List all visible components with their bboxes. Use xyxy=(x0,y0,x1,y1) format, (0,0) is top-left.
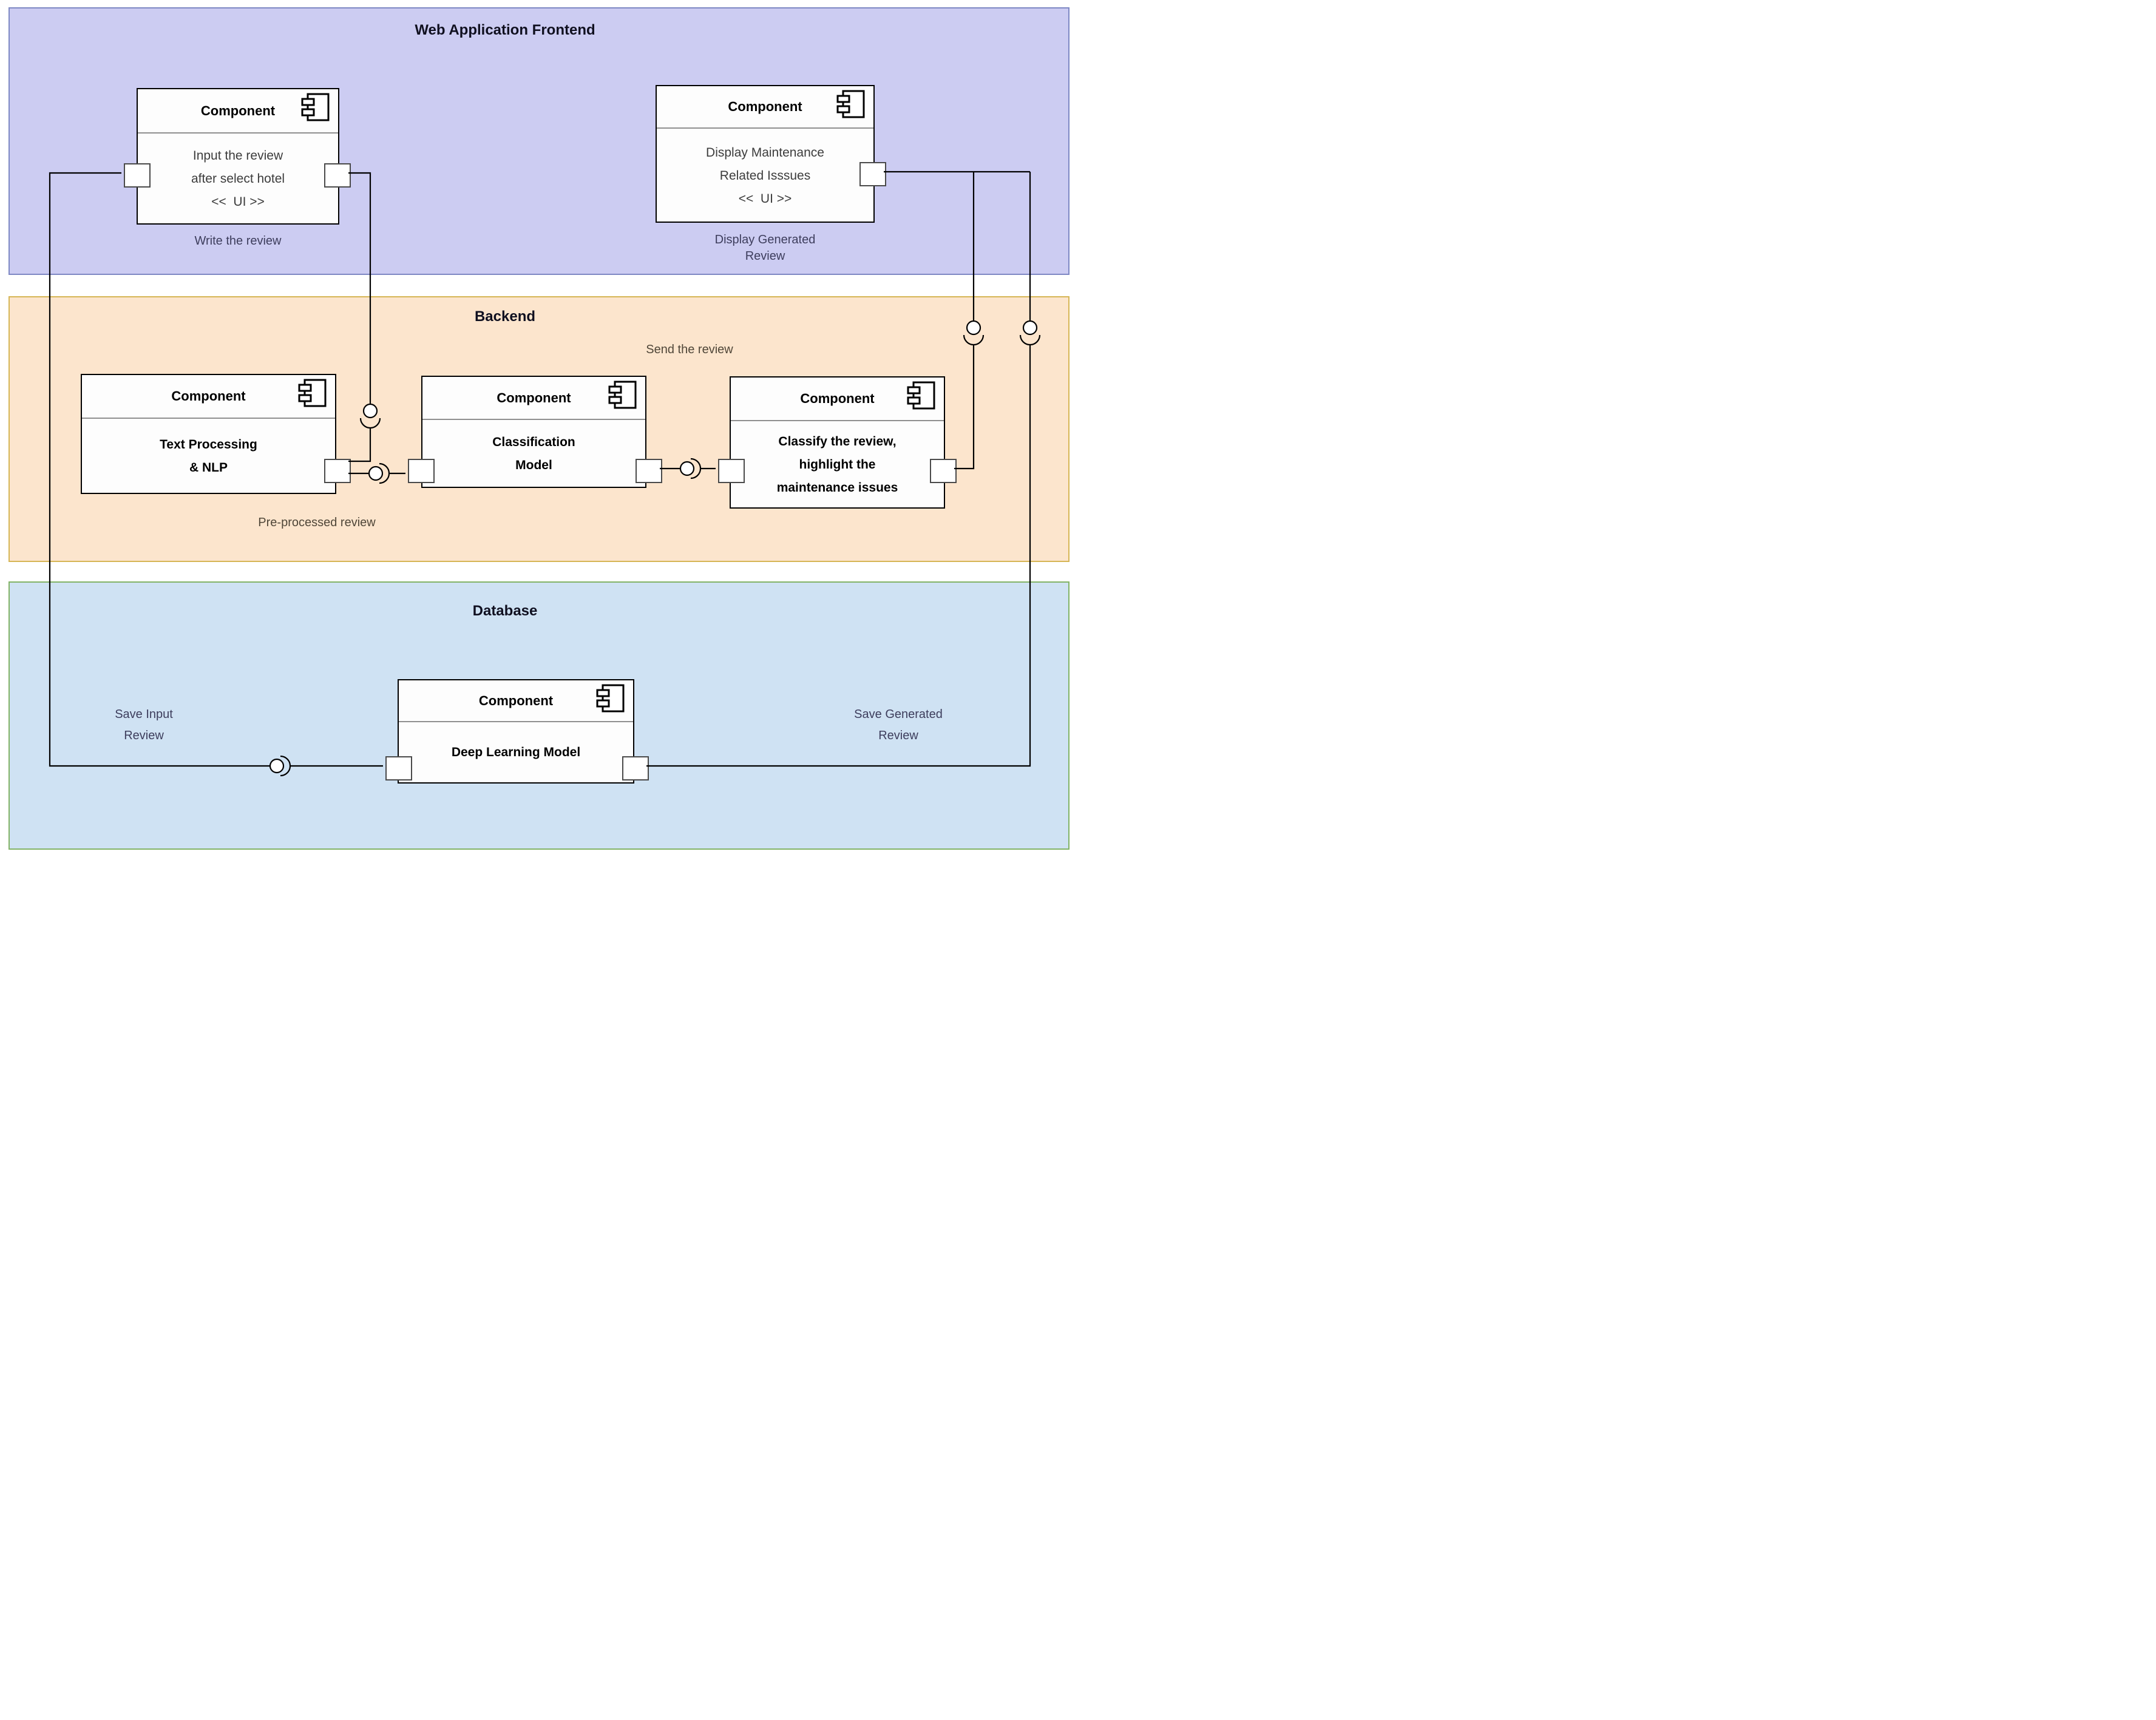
caption-line: Review xyxy=(745,249,785,263)
component-text-processing-header: Component xyxy=(82,375,335,419)
caption-write-review: Write the review xyxy=(194,234,282,248)
ball-socket-classification xyxy=(679,458,702,479)
component-deep-learning: Component Deep Learning Model xyxy=(385,679,649,784)
component-icon xyxy=(608,381,637,409)
component-classification-header: Component xyxy=(422,377,645,420)
label-send-review: Send the review xyxy=(646,343,733,356)
label-save-generated-review: Save Generated Review xyxy=(854,704,943,747)
port-input-review-left xyxy=(124,163,151,188)
caption-display-generated: Display Generated Review xyxy=(715,232,816,265)
component-body-line: Classify the review, xyxy=(778,435,897,449)
component-display-issues-header: Component xyxy=(657,86,873,129)
component-header-label: Component xyxy=(800,391,875,406)
component-classify-review: Component Classify the review, highlight… xyxy=(718,376,957,509)
label-save-input-review: Save Input Review xyxy=(115,704,173,747)
component-body-line: Text Processing xyxy=(160,438,257,452)
component-body-line: after select hotel xyxy=(191,172,285,186)
component-body-line: Related Isssues xyxy=(719,168,811,183)
band-backend-title: Backend xyxy=(474,308,536,325)
component-icon xyxy=(298,379,327,407)
component-body-line: Display Maintenance xyxy=(706,145,824,160)
component-stereotype: << UI >> xyxy=(738,191,792,206)
display-issues-wire xyxy=(646,171,1031,767)
label-line: Review xyxy=(124,729,164,742)
ball-socket-classify-drop xyxy=(963,320,985,346)
frontend-to-text-processing-wire xyxy=(348,172,371,462)
component-icon xyxy=(907,381,935,410)
component-classify-header: Component xyxy=(731,378,944,421)
port-input-review-right xyxy=(324,163,351,188)
port-text-processing-right xyxy=(324,459,351,483)
component-input-review-header: Component xyxy=(138,89,338,134)
port-classification-left xyxy=(408,459,435,483)
ball-socket-save-generated-drop xyxy=(1019,320,1041,346)
component-stereotype: << UI >> xyxy=(211,195,265,209)
component-icon xyxy=(836,90,865,118)
band-database: Database Save Input Review Component Dee… xyxy=(8,581,1070,850)
connector-layer xyxy=(49,171,1041,777)
band-database-title: Database xyxy=(472,603,538,619)
port-deep-learning-right xyxy=(622,756,649,780)
component-body-line: Classification xyxy=(492,435,575,449)
component-header-label: Component xyxy=(171,388,246,404)
label-line: Save Input xyxy=(115,708,173,721)
uml-component-diagram: Web Application Frontend Component Input… xyxy=(0,0,1078,860)
component-header-label: Component xyxy=(478,692,554,708)
band-frontend-title: Web Application Frontend xyxy=(415,22,595,38)
component-deep-learning-header: Component xyxy=(399,680,633,722)
component-header-label: Component xyxy=(200,103,276,118)
component-body-line: Input the review xyxy=(192,149,283,163)
port-classify-left xyxy=(718,459,745,483)
ball-socket-save-input xyxy=(269,755,291,777)
component-icon xyxy=(301,93,330,121)
component-header-label: Component xyxy=(728,99,802,114)
component-input-review: Component Input the review after select … xyxy=(124,88,351,248)
ball-socket-frontend-drop xyxy=(359,403,381,429)
component-icon xyxy=(596,684,625,713)
component-header-label: Component xyxy=(497,390,571,405)
band-frontend: Web Application Frontend Component Input… xyxy=(8,7,1070,275)
component-body-line: highlight the xyxy=(799,458,876,472)
port-display-issues-right xyxy=(859,162,886,186)
port-deep-learning-left xyxy=(385,756,412,780)
component-display-issues: Component Display Maintenance Related Is… xyxy=(656,85,886,263)
port-classification-right xyxy=(636,459,662,483)
component-body-line: maintenance issues xyxy=(776,481,898,495)
caption-line: Display Generated xyxy=(714,233,816,246)
label-line: Save Generated xyxy=(854,708,943,721)
component-body-line: & NLP xyxy=(189,461,228,475)
component-body-line: Deep Learning Model xyxy=(451,745,581,759)
component-body-line: Model xyxy=(515,458,552,472)
ball-socket-preprocessed xyxy=(368,462,390,484)
port-classify-right xyxy=(930,459,957,483)
save-input-review-wire xyxy=(49,172,383,767)
component-text-processing: Component Text Processing & NLP xyxy=(81,374,351,494)
band-backend: Backend Send the review Component Text P… xyxy=(8,296,1070,562)
component-classification-model: Component Classification Model xyxy=(408,376,662,488)
label-line: Review xyxy=(878,729,918,742)
label-preprocessed-review: Pre-processed review xyxy=(258,516,376,529)
